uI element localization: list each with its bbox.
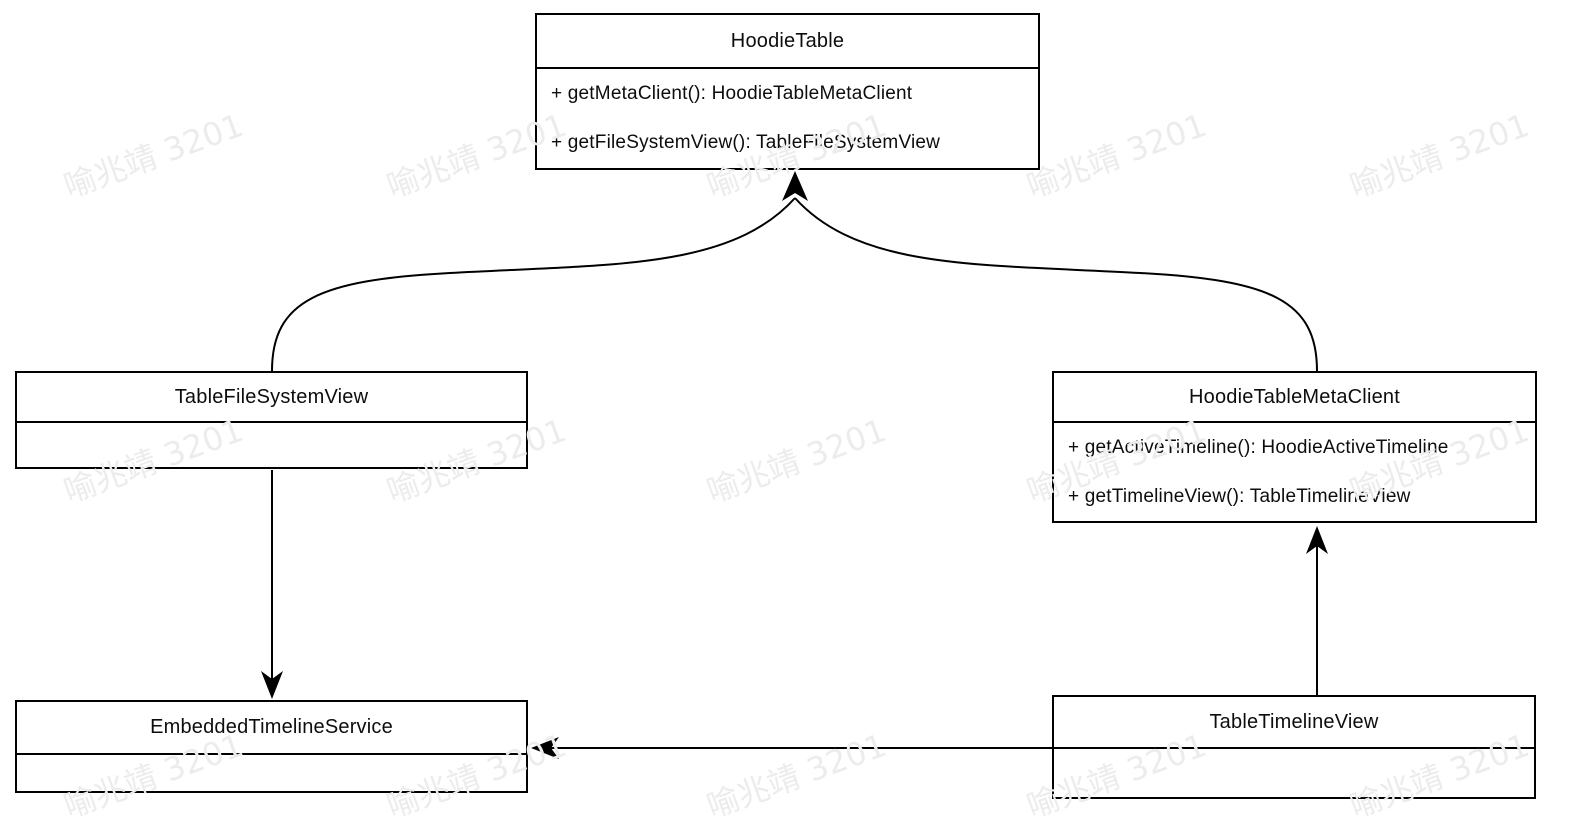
arrowhead-up-hoodietable	[782, 171, 808, 201]
class-name-hoodietablemetaclient: HoodieTableMetaClient	[1054, 373, 1535, 423]
methods-compartment-hoodietable: + getMetaClient(): HoodieTableMetaClient…	[537, 69, 1038, 168]
method-getactivetimeline: + getActiveTimeline(): HoodieActiveTimel…	[1068, 436, 1449, 458]
arrow-hoodietablemetaclient-to-hoodietable	[794, 197, 1318, 372]
method-getmetaclient: + getMetaClient(): HoodieTableMetaClient	[551, 82, 913, 104]
class-name-hoodietable: HoodieTable	[537, 15, 1038, 69]
arrowhead-down-embeddedtimelineservice	[261, 671, 283, 699]
arrow-tablefilesystemview-to-hoodietable	[271, 197, 796, 372]
class-name-tablefilesystemview: TableFileSystemView	[17, 373, 526, 423]
class-box-tabletimelineview: TableTimelineView	[1052, 695, 1536, 799]
class-box-hoodietable: HoodieTable + getMetaClient(): HoodieTab…	[535, 13, 1040, 170]
empty-compartment-embeddedtimelineservice	[17, 755, 526, 791]
arrowhead-left-embeddedtimelineservice	[531, 737, 559, 759]
class-box-tablefilesystemview: TableFileSystemView	[15, 371, 528, 469]
class-box-embeddedtimelineservice: EmbeddedTimelineService	[15, 700, 528, 793]
empty-compartment-tabletimelineview	[1054, 749, 1534, 797]
class-name-embeddedtimelineservice: EmbeddedTimelineService	[17, 702, 526, 755]
method-getfilesystemview: + getFileSystemView(): TableFileSystemVi…	[551, 132, 941, 154]
method-gettimelineview: + getTimelineView(): TableTimelineView	[1068, 485, 1411, 507]
arrowhead-up-hoodietablemetaclient	[1306, 526, 1328, 554]
class-box-hoodietablemetaclient: HoodieTableMetaClient + getActiveTimelin…	[1052, 371, 1537, 523]
class-name-tabletimelineview: TableTimelineView	[1054, 697, 1534, 749]
methods-compartment-hoodietablemetaclient: + getActiveTimeline(): HoodieActiveTimel…	[1054, 423, 1535, 521]
empty-compartment-tablefilesystemview	[17, 423, 526, 467]
